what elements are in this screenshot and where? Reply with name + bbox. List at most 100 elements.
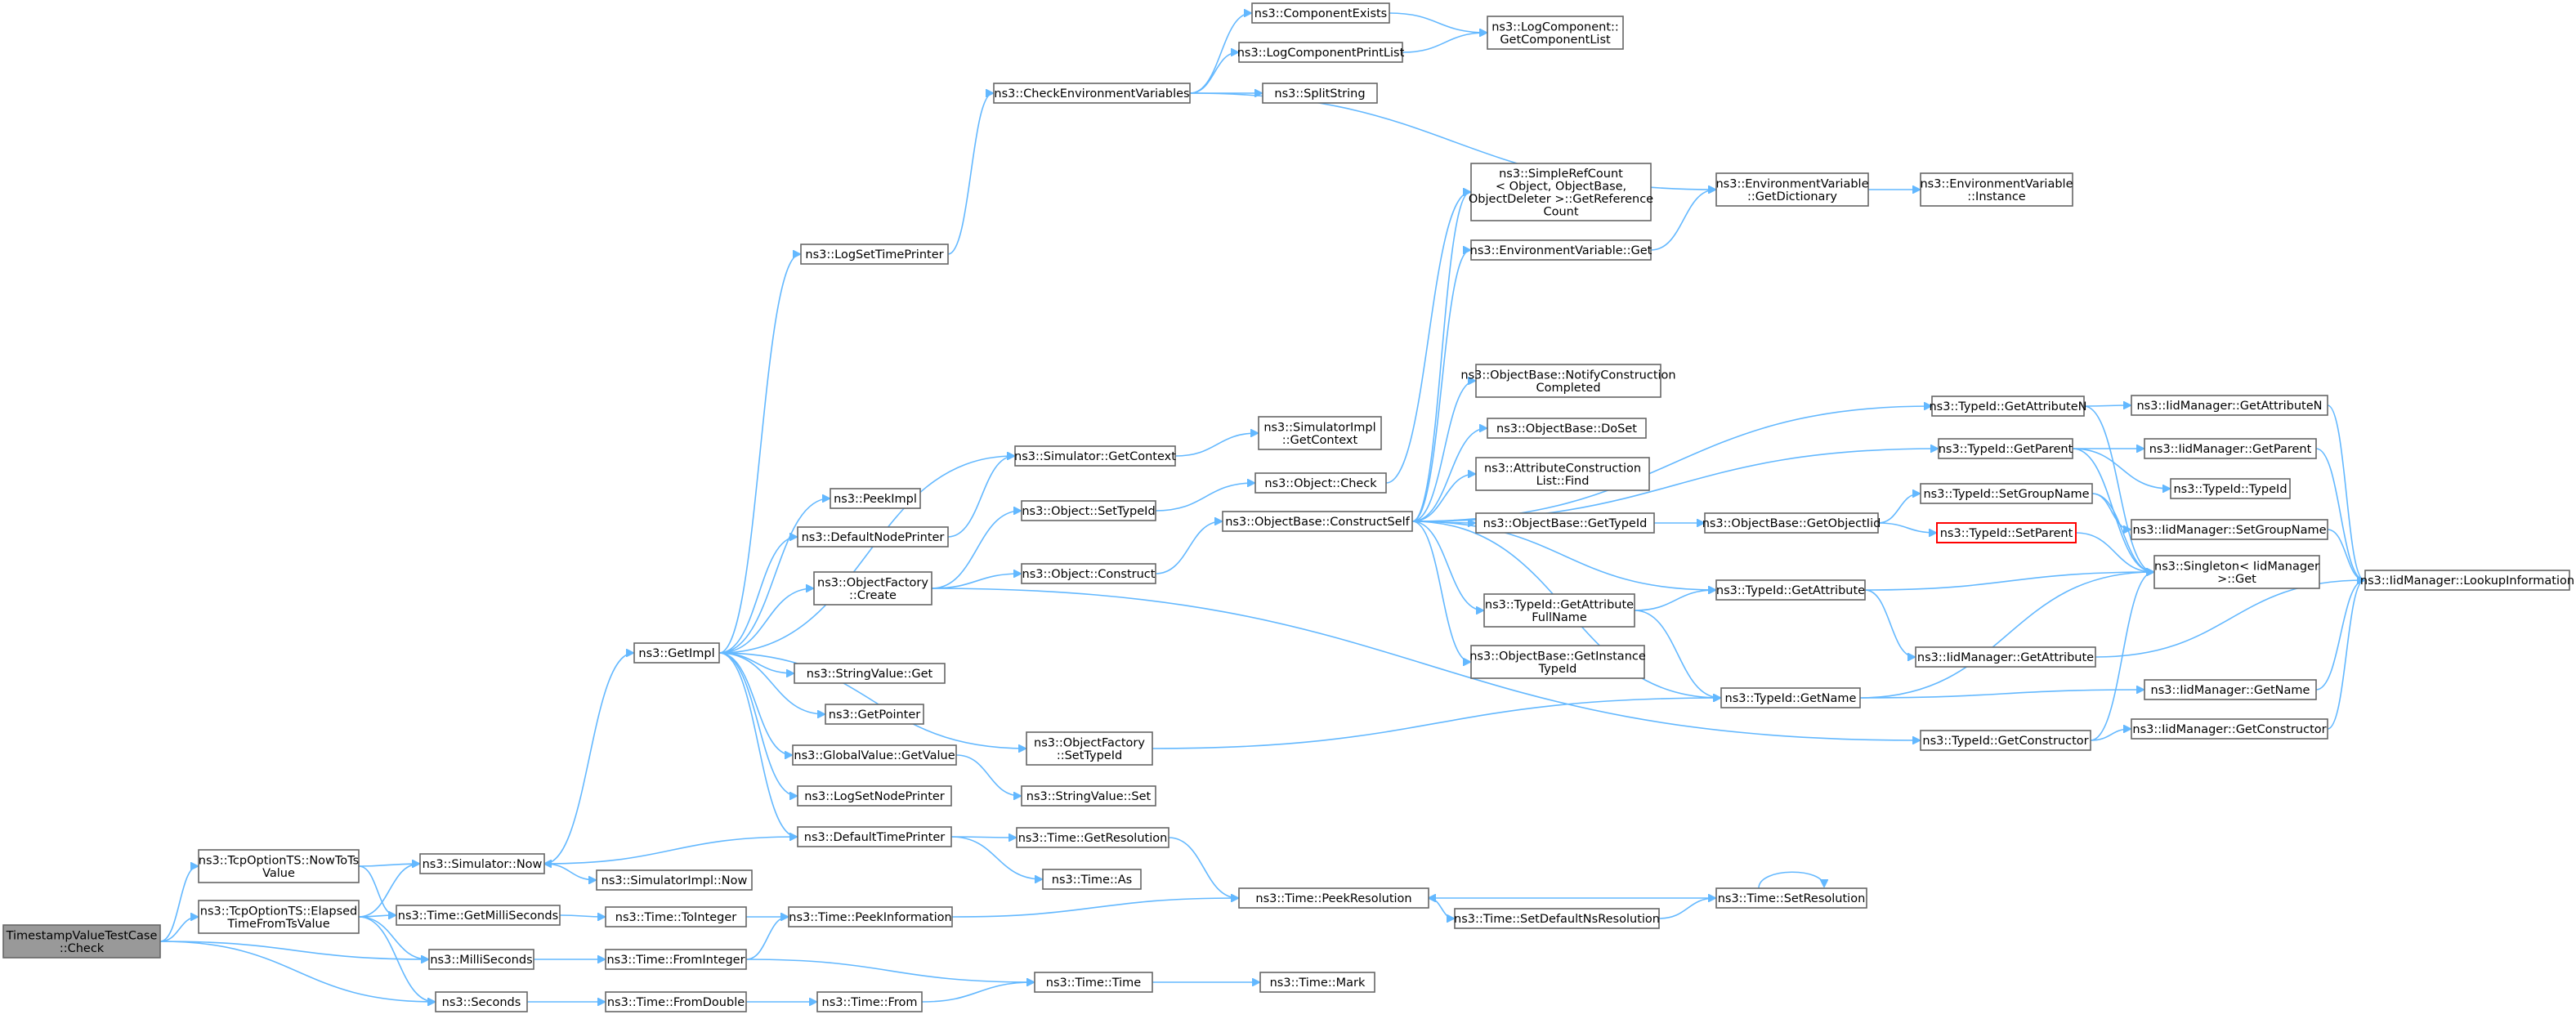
node-label: ns3::DefaultNodePrinter	[802, 531, 945, 544]
graph-node-defnodeprinter[interactable]: ns3::DefaultNodePrinter	[797, 526, 949, 547]
node-label: ns3::PeekImpl	[834, 493, 917, 506]
graph-node-getpointer[interactable]: ns3::GetPointer	[825, 704, 924, 725]
graph-node-iidgetattr[interactable]: ns3::IidManager::GetAttribute	[1915, 646, 2096, 668]
graph-node-timetime[interactable]: ns3::Time::Time	[1034, 972, 1153, 993]
graph-node-compexists[interactable]: ns3::ComponentExists	[1251, 2, 1390, 24]
graph-node-tidgetattr[interactable]: ns3::TypeId::GetAttribute	[1715, 579, 1866, 601]
node-label: ns3::TypeId::GetParent	[1939, 443, 2073, 456]
graph-node-tidgetparent[interactable]: ns3::TypeId::GetParent	[1938, 438, 2073, 459]
node-box	[633, 642, 720, 664]
graph-node-iidgetattrn[interactable]: ns3::IidManager::GetAttributeN	[2131, 395, 2328, 416]
graph-node-timeas[interactable]: ns3::Time::As	[1042, 869, 1142, 890]
graph-node-tidgetctor[interactable]: ns3::TypeId::GetConstructor	[1920, 730, 2091, 751]
graph-node-tidtypeid[interactable]: ns3::TypeId::TypeId	[2170, 478, 2291, 499]
graph-node-tidgetname[interactable]: ns3::TypeId::GetName	[1720, 687, 1861, 708]
node-label: ns3::TypeId::TypeId	[2173, 483, 2287, 496]
graph-node-strvalget[interactable]: ns3::StringValue::Get	[794, 663, 946, 684]
graph-node-millis[interactable]: ns3::MilliSeconds	[428, 949, 534, 970]
graph-node-objfactsettid[interactable]: ns3::ObjectFactory::SetTypeId	[1026, 731, 1153, 766]
graph-node-envget[interactable]: ns3::EnvironmentVariable::Get	[1470, 239, 1652, 261]
graph-node-root[interactable]: TimestampValueTestCase::Check	[2, 924, 161, 959]
node-box	[813, 571, 932, 606]
graph-node-timefrom[interactable]: ns3::Time::From	[816, 991, 923, 1012]
graph-node-timegetres[interactable]: ns3::Time::GetResolution	[1016, 827, 1169, 848]
graph-node-timesetdefns[interactable]: ns3::Time::SetDefaultNsResolution	[1454, 908, 1660, 929]
node-box	[2144, 438, 2317, 459]
graph-node-iidlookup[interactable]: ns3::IidManager::LookupInformation	[2360, 570, 2574, 591]
graph-node-logsettp[interactable]: ns3::LogSetTimePrinter	[800, 244, 949, 265]
graph-node-simgetctx[interactable]: ns3::Simulator::GetContext	[1014, 445, 1176, 467]
graph-node-notifyconst[interactable]: ns3::ObjectBase::NotifyConstructionCompl…	[1460, 364, 1676, 398]
graph-node-objcheck[interactable]: ns3::Object::Check	[1254, 472, 1387, 494]
node-box	[428, 949, 534, 970]
graph-node-getimpl[interactable]: ns3::GetImpl	[633, 642, 720, 664]
node-label: ns3::TypeId::GetAttribute	[1485, 598, 1634, 611]
graph-node-timemark[interactable]: ns3::Time::Mark	[1259, 972, 1375, 993]
node-label: ns3::IidManager::SetGroupName	[2132, 524, 2326, 537]
graph-node-objfactcreate[interactable]: ns3::ObjectFactory::Create	[813, 571, 932, 606]
graph-node-deftimeprinter[interactable]: ns3::DefaultTimePrinter	[797, 826, 952, 847]
node-box	[1021, 563, 1156, 584]
node-label: ns3::Object::SetTypeId	[1022, 505, 1155, 518]
node-box	[1238, 42, 1403, 63]
node-box	[1021, 785, 1156, 807]
graph-node-getms[interactable]: ns3::Time::GetMilliSeconds	[396, 905, 561, 926]
graph-node-iidsetgroup[interactable]: ns3::IidManager::SetGroupName	[2131, 519, 2328, 540]
graph-node-doset[interactable]: ns3::ObjectBase::DoSet	[1487, 418, 1647, 439]
node-label: TypeId	[1538, 663, 1577, 676]
node-box	[1475, 364, 1661, 398]
graph-node-timetoint[interactable]: ns3::Time::ToInteger	[605, 906, 747, 927]
graph-node-timefromdbl[interactable]: ns3::Time::FromDouble	[605, 991, 747, 1012]
node-label: FullName	[1532, 611, 1587, 624]
node-label: ns3::Simulator::Now	[423, 858, 543, 871]
graph-node-simimplnow[interactable]: ns3::SimulatorImpl::Now	[596, 869, 753, 891]
graph-node-timefromint[interactable]: ns3::Time::FromInteger	[605, 949, 747, 970]
node-box	[435, 991, 528, 1012]
node-label: ns3::IidManager::GetAttribute	[1917, 651, 2094, 664]
edge-tidgetattrn-to-singleton	[2083, 405, 2153, 572]
edge-tidgetparent-to-tidtypeid	[2072, 448, 2170, 489]
graph-node-checkenv[interactable]: ns3::CheckEnvironmentVariables	[993, 83, 1191, 104]
graph-node-objsettypeid[interactable]: ns3::Object::SetTypeId	[1021, 500, 1156, 521]
graph-node-tidsetgroup[interactable]: ns3::TypeId::SetGroupName	[1920, 483, 2093, 504]
edge-timegetres-to-timepeekres	[1168, 837, 1238, 898]
graph-node-splitstr[interactable]: ns3::SplitString	[1262, 83, 1378, 104]
node-label: ns3::CheckEnvironmentVariables	[994, 87, 1189, 101]
graph-node-tidgetattrn[interactable]: ns3::TypeId::GetAttributeN	[1929, 396, 2087, 417]
graph-node-timepeekinfo[interactable]: ns3::Time::PeekInformation	[788, 906, 953, 927]
node-box	[1034, 972, 1153, 993]
graph-node-timesetres[interactable]: ns3::Time::SetResolution	[1715, 887, 1867, 909]
graph-node-strvalset[interactable]: ns3::StringValue::Set	[1021, 785, 1156, 807]
graph-node-peekimpl[interactable]: ns3::PeekImpl	[830, 488, 921, 509]
graph-node-iidgetname[interactable]: ns3::IidManager::GetName	[2144, 679, 2317, 700]
graph-node-objbgettid[interactable]: ns3::ObjectBase::GetTypeId	[1475, 512, 1655, 534]
graph-node-logcomp[interactable]: ns3::LogComponent::GetComponentList	[1487, 16, 1624, 50]
graph-node-timepeekres[interactable]: ns3::Time::PeekResolution	[1238, 887, 1429, 909]
graph-node-seconds[interactable]: ns3::Seconds	[435, 991, 528, 1012]
graph-node-objbgetobjtid[interactable]: ns3::ObjectBase::GetObjectIid	[1702, 512, 1881, 534]
node-label: ns3::LogComponentPrintList	[1237, 47, 1405, 60]
graph-node-tidsetparent[interactable]: ns3::TypeId::SetParent	[1936, 522, 2077, 543]
graph-node-logsetnp[interactable]: ns3::LogSetNodePrinter	[797, 785, 952, 807]
graph-node-iidgetparent[interactable]: ns3::IidManager::GetParent	[2144, 438, 2317, 459]
graph-node-envinst[interactable]: ns3::EnvironmentVariable::Instance	[1920, 172, 2073, 207]
graph-node-objconstruct[interactable]: ns3::Object::Construct	[1021, 563, 1156, 584]
node-label: ns3::Time::FromDouble	[607, 996, 745, 1009]
graph-node-logcpl[interactable]: ns3::LogComponentPrintList	[1237, 42, 1405, 63]
edge-simnow-to-getimpl	[543, 653, 633, 865]
graph-node-iidgetctor[interactable]: ns3::IidManager::GetConstructor	[2131, 718, 2328, 740]
graph-node-envgetdict[interactable]: ns3::EnvironmentVariable::GetDictionary	[1715, 172, 1869, 207]
graph-node-simimplgetctx[interactable]: ns3::SimulatorImpl::GetContext	[1258, 416, 1382, 450]
graph-node-simnow[interactable]: ns3::Simulator::Now	[419, 853, 545, 874]
node-label: ns3::Singleton< IidManager	[2154, 560, 2319, 573]
graph-node-globalgetval[interactable]: ns3::GlobalValue::GetValue	[792, 744, 957, 766]
graph-node-srefcount[interactable]: ns3::SimpleRefCount< Object, ObjectBase,…	[1469, 163, 1653, 221]
graph-node-singleton[interactable]: ns3::Singleton< IidManager>::Get	[2153, 555, 2320, 589]
graph-node-objbcs[interactable]: ns3::ObjectBase::ConstructSelf	[1222, 511, 1413, 532]
